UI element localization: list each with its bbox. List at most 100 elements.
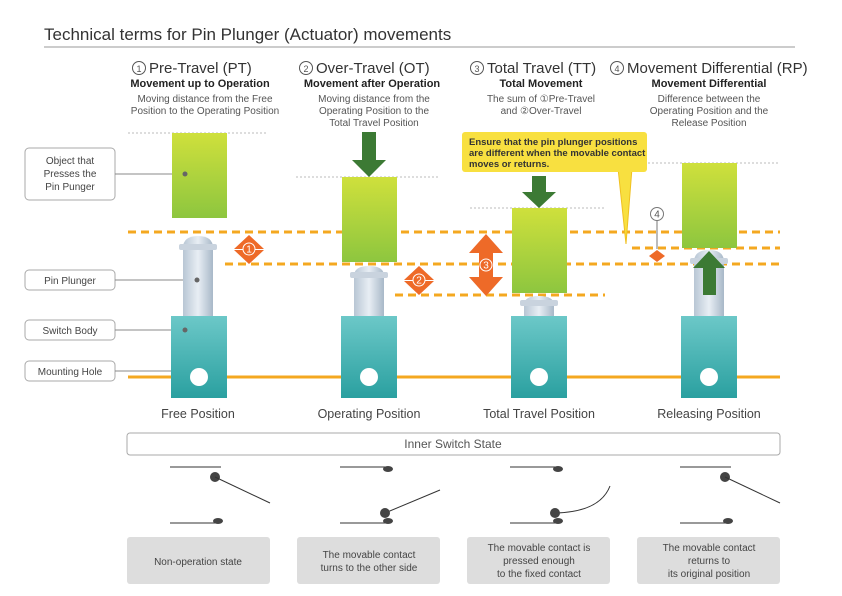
label-text: Switch Body [42, 326, 97, 337]
contact-diagram-3 [510, 466, 611, 524]
arrow-number-circle [479, 258, 493, 272]
pin-plunger [354, 266, 384, 316]
state-box-3: The movable contact is pressed enough to… [467, 537, 610, 584]
pt-arrow: 1 [234, 235, 264, 264]
releasing-position-switch [681, 163, 737, 398]
mounting-hole [700, 368, 718, 386]
movable-contact [380, 508, 390, 518]
label-object: Object that Presses the Pin Punger [24, 147, 188, 201]
section-heading-4: 4 Movement Differential (RP) Movement Di… [610, 60, 808, 129]
ot-arrow: 2 [404, 266, 434, 295]
section-subtitle: Movement up to Operation [130, 78, 270, 90]
section-heading-1: 1 Pre-Travel (PT) Movement up to Operati… [130, 60, 279, 117]
number-circle [299, 61, 313, 75]
inner-state-title: Inner Switch State [404, 437, 502, 451]
callout-box [462, 132, 647, 172]
inner-state-bar [126, 432, 781, 456]
mounting-hole [360, 368, 378, 386]
label-body: Switch Body [24, 319, 188, 341]
number-circle [470, 61, 484, 75]
arrow-number-circle [650, 207, 664, 221]
press-arrow [352, 132, 386, 177]
section-desc-line: Operating Position and the [650, 106, 769, 117]
label-line: Presses the [44, 169, 97, 180]
state-box-bg [297, 537, 440, 584]
object-block [682, 163, 737, 248]
object-dot [182, 171, 188, 177]
mounting-hole [530, 368, 548, 386]
section-heading: Pre-Travel (PT) [149, 60, 252, 77]
state-box-bg [127, 537, 270, 584]
section-desc-line: Moving distance from the [318, 94, 430, 105]
fixed-contact-dot [553, 518, 563, 524]
section-subtitle: Movement after Operation [304, 78, 441, 90]
number-circle-digit: 3 [474, 64, 479, 74]
state-line: The movable contact [323, 550, 416, 561]
state-box-4: The movable contact returns to its origi… [637, 537, 780, 584]
fixed-contact-dot [553, 466, 563, 472]
section-desc-line: The sum of ①Pre-Travel [487, 94, 595, 105]
label-plunger: Pin Plunger [24, 269, 200, 291]
movable-arm [724, 476, 781, 504]
state-box-bg [637, 537, 780, 584]
arrow-number-circle [242, 242, 256, 256]
section-desc-line: Total Travel Position [329, 118, 419, 129]
callout-note: Ensure that the pin plunger positions ar… [462, 132, 647, 245]
label-text: Pin Plunger [44, 276, 96, 287]
contact-diagram-4 [680, 466, 781, 524]
section-desc-line: Moving distance from the Free [137, 94, 272, 105]
double-arrow [649, 250, 665, 262]
state-line: its original position [668, 569, 750, 580]
state-line: pressed enough [503, 556, 575, 567]
section-subtitle: Total Movement [500, 78, 583, 90]
state-line: The movable contact is [488, 543, 591, 554]
label-line: Object that [46, 156, 95, 167]
movable-arm [554, 485, 611, 514]
label-line: Pin Punger [45, 182, 95, 193]
tt-arrow: 3 [469, 234, 503, 296]
state-box-1: Non-operation state [127, 537, 270, 584]
fixed-contact-dot [383, 518, 393, 524]
mounting-hole [190, 368, 208, 386]
number-circle-digit: 1 [136, 64, 141, 74]
return-arrow [693, 251, 725, 295]
section-heading: Movement Differential (RP) [627, 60, 808, 77]
movable-contact [550, 508, 560, 518]
fixed-contact-dot [213, 518, 223, 524]
plunger-dot [194, 277, 200, 283]
pin-cap-band [350, 272, 388, 278]
state-line: to the fixed contact [497, 569, 581, 580]
section-subtitle: Movement Differential [652, 78, 767, 90]
double-arrow [404, 266, 434, 295]
state-box-2: The movable contact turns to the other s… [297, 537, 440, 584]
number-circle [610, 61, 624, 75]
section-desc-line: Difference between the [658, 94, 761, 105]
object-block [512, 208, 567, 293]
pin-cap-band [179, 244, 217, 250]
state-line: The movable contact [663, 543, 756, 554]
section-desc-line: Release Position [671, 118, 746, 129]
number-circle [132, 61, 146, 75]
section-heading: Over-Travel (OT) [316, 60, 430, 77]
number-circle-digit: 2 [303, 64, 308, 74]
position-label-total-travel: Total Travel Position [483, 407, 595, 421]
free-position-switch [171, 133, 227, 398]
fixed-contact-dot [723, 518, 733, 524]
section-desc-line: Operating Position to the [319, 106, 430, 117]
arrow-number: 4 [654, 210, 660, 221]
number-circle-digit: 4 [614, 64, 619, 74]
section-desc-line: Position to the Operating Position [131, 106, 279, 117]
double-arrow [469, 234, 503, 296]
state-box-bg [467, 537, 610, 584]
callout-line: Ensure that the pin plunger positions [469, 137, 637, 148]
movable-arm [384, 489, 441, 514]
arrow-number-circle [412, 273, 426, 287]
section-heading-3: 3 Total Travel (TT) Total Movement The s… [470, 60, 596, 117]
movable-arm [214, 476, 271, 504]
section-heading: Total Travel (TT) [487, 60, 596, 77]
callout-line: are different when the movable contact [469, 148, 646, 159]
arrow-number: 3 [483, 261, 489, 272]
press-arrow [522, 176, 556, 208]
fixed-contact-dot [383, 466, 393, 472]
